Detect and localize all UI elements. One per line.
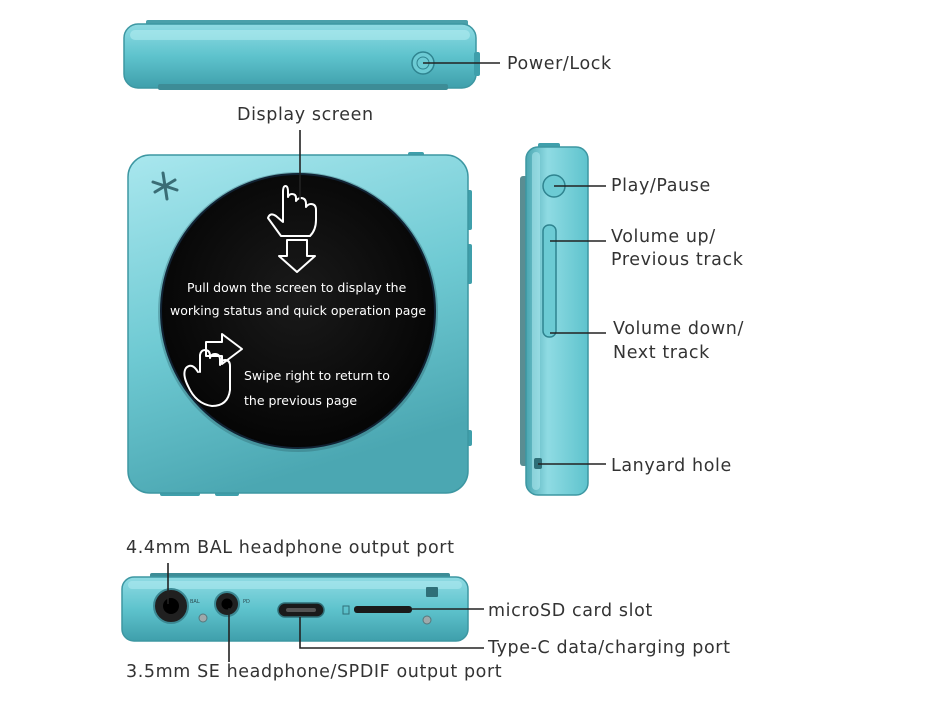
side-view <box>520 143 589 496</box>
screen-text-swipe-line2: the previous page <box>244 393 358 408</box>
label-bal-port: 4.4mm BAL headphone output port <box>126 538 455 558</box>
bal-indicator <box>198 613 208 623</box>
front-view <box>127 152 472 496</box>
label-lanyard-hole: Lanyard hole <box>611 456 732 476</box>
display-screen[interactable] <box>158 172 438 452</box>
screen-text-pull-down-line2: working status and quick operation page <box>170 303 427 318</box>
screen-text-pull-down-line1: Pull down the screen to display the <box>187 280 407 295</box>
label-play-pause: Play/Pause <box>611 176 711 196</box>
bottom-screw <box>422 615 432 625</box>
label-volume-up-line2: Previous track <box>611 250 744 270</box>
label-volume-down-line2: Next track <box>613 343 710 363</box>
volume-rocker[interactable] <box>542 224 557 338</box>
label-display-screen: Display screen <box>237 105 374 125</box>
label-power-lock: Power/Lock <box>507 54 612 74</box>
port-mark-pd: PD <box>243 599 250 605</box>
label-volume-down-line1: Volume down/ <box>613 319 744 339</box>
label-type-c: Type-C data/charging port <box>488 638 731 658</box>
screen-text-swipe-line1: Swipe right to return to <box>244 368 390 383</box>
port-mark-bal: BAL <box>190 599 200 605</box>
pull-down-hand-icon <box>267 185 317 273</box>
se-port-jack[interactable] <box>214 591 240 617</box>
bottom-view <box>121 573 469 642</box>
swipe-right-hand-icon <box>183 333 243 407</box>
bal-port-jack[interactable] <box>153 588 189 624</box>
microsd-icon <box>342 605 350 615</box>
top-view <box>123 20 480 90</box>
label-microsd: microSD card slot <box>488 601 653 621</box>
leader-lines <box>167 62 606 662</box>
brand-logo <box>151 171 179 201</box>
type-c-port[interactable] <box>277 602 325 618</box>
label-volume-up-line1: Volume up/ <box>611 227 716 247</box>
label-se-port: 3.5mm SE headphone/SPDIF output port <box>126 662 503 682</box>
microsd-slot[interactable] <box>354 606 412 613</box>
